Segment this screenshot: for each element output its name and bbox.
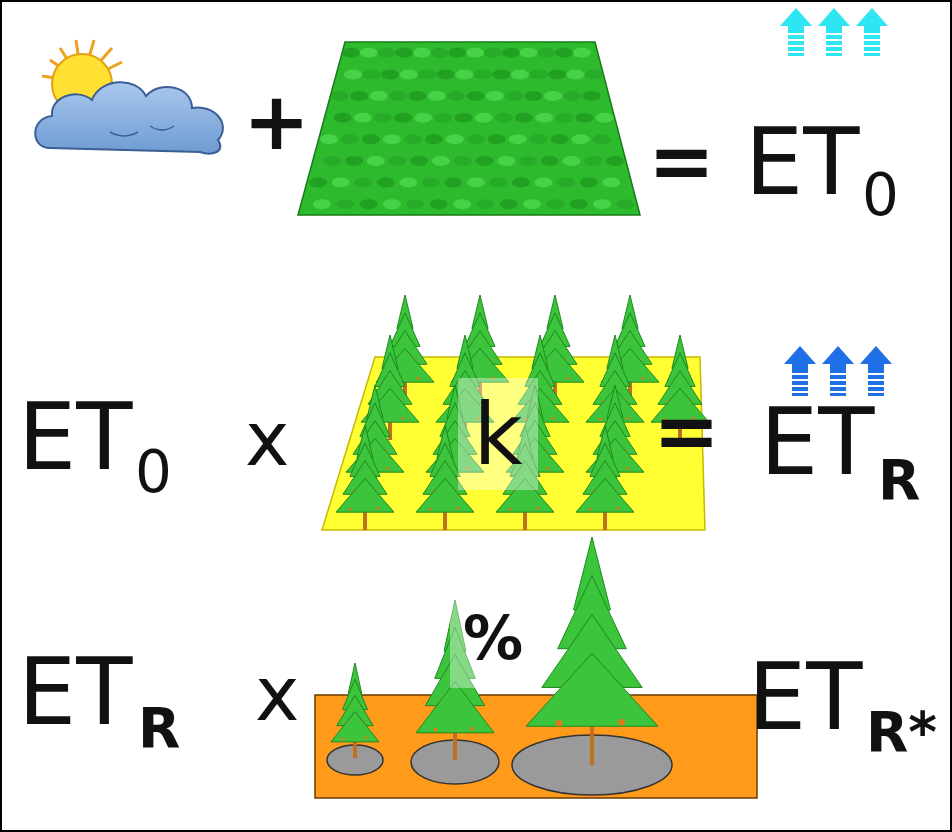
symbol-et: ET bbox=[748, 652, 862, 744]
symbol-et: ET bbox=[18, 647, 132, 739]
grass-field bbox=[298, 42, 640, 215]
times-sign: x bbox=[255, 657, 299, 732]
subscript: R bbox=[878, 453, 920, 508]
subscript: R bbox=[138, 701, 180, 756]
highlight-patch: k bbox=[458, 378, 538, 490]
subscript: R* bbox=[866, 705, 937, 760]
coefficient-symbol: % bbox=[463, 608, 523, 668]
cloud-icon bbox=[35, 82, 223, 153]
plus-sign: + bbox=[243, 82, 310, 162]
equals-sign: = bbox=[648, 122, 715, 202]
growth-stages bbox=[315, 537, 757, 798]
coefficient-symbol: k bbox=[473, 392, 522, 477]
symbol-et: ET bbox=[18, 392, 132, 484]
subscript: 0 bbox=[135, 443, 172, 501]
evapotranspiration-arrows bbox=[784, 346, 892, 396]
equals-sign: = bbox=[653, 392, 720, 472]
times-sign: x bbox=[245, 402, 289, 477]
orchard bbox=[322, 295, 709, 530]
subscript: 0 bbox=[862, 166, 899, 224]
highlight-patch: % bbox=[450, 588, 536, 688]
symbol-et: ET bbox=[745, 117, 859, 209]
symbol-et: ET bbox=[760, 397, 874, 489]
evaporation-arrows bbox=[780, 8, 888, 56]
